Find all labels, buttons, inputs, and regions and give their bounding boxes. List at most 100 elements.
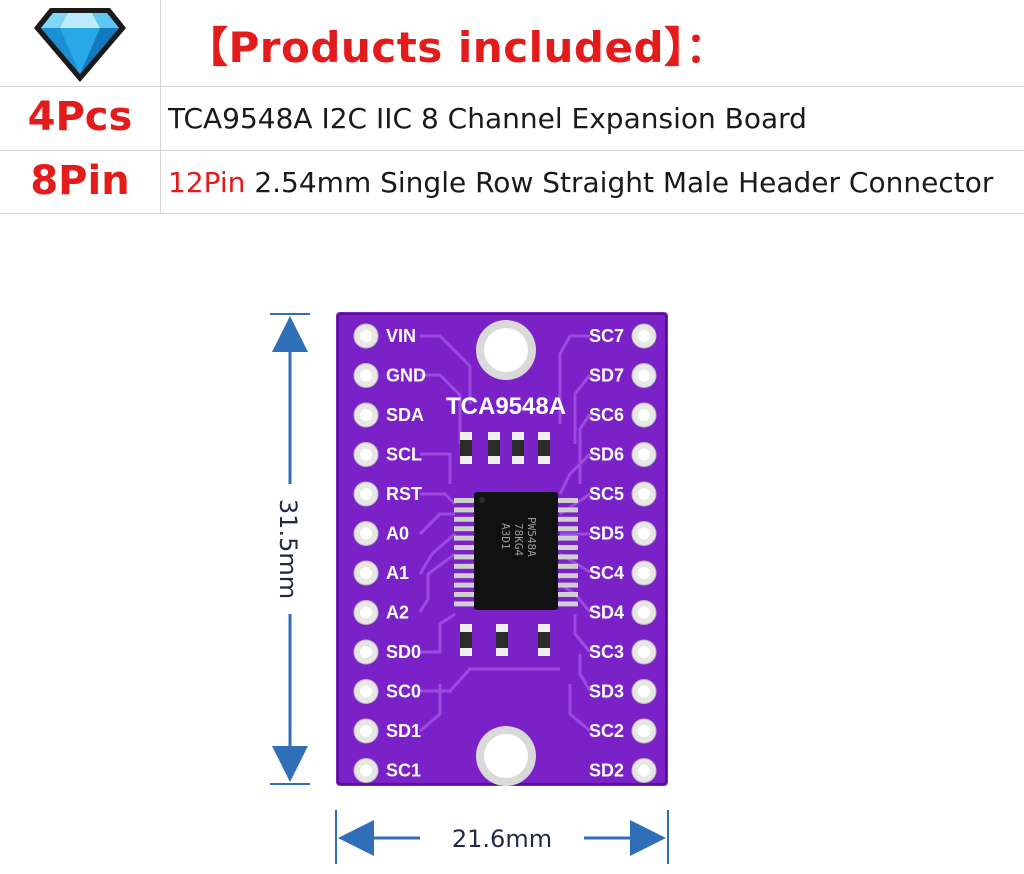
ic-pin bbox=[454, 554, 476, 560]
smd-components bbox=[460, 432, 550, 656]
right-pin-label: SD6 bbox=[589, 445, 624, 465]
ic-marking-line: 78KG4 bbox=[512, 523, 525, 556]
pcb-traces bbox=[418, 334, 592, 733]
ic-pin bbox=[454, 516, 476, 522]
row-qty: 4Pcs bbox=[27, 94, 133, 140]
right-pin-hole-center bbox=[638, 409, 650, 421]
smd-part-body bbox=[488, 440, 500, 456]
ic-pin bbox=[454, 563, 476, 569]
board-svg: PW548A 78KG4 A3D1 TCA9548A VINGNDSDASCLR… bbox=[270, 312, 669, 864]
left-pin-hole-center bbox=[360, 369, 372, 382]
table-divider bbox=[0, 86, 1024, 87]
ic-pin bbox=[556, 563, 578, 569]
ic-pin bbox=[556, 592, 578, 597]
left-pin-label: A1 bbox=[386, 563, 409, 583]
ic-pins bbox=[454, 498, 578, 607]
right-pin-hole-center bbox=[638, 725, 650, 737]
left-pin-label: SD1 bbox=[386, 721, 421, 741]
right-pin-hole-center bbox=[638, 685, 650, 698]
ic-pin bbox=[454, 582, 476, 588]
ic-pin bbox=[556, 535, 578, 541]
right-pin-hole-center bbox=[638, 330, 650, 342]
row-desc: TCA9548A I2C IIC 8 Channel Expansion Boa… bbox=[168, 102, 807, 135]
ic-pin bbox=[454, 592, 476, 597]
ic-pin bbox=[454, 498, 476, 503]
row-qty: 8Pin bbox=[30, 158, 130, 204]
left-pin-label: SC0 bbox=[386, 682, 421, 702]
left-pin-hole-center bbox=[360, 448, 372, 461]
ic-pin bbox=[454, 535, 476, 541]
left-pin-label: SCL bbox=[386, 445, 422, 465]
left-pin-hole-center bbox=[360, 646, 372, 658]
main-ic bbox=[474, 492, 558, 610]
right-pin-hole-center bbox=[638, 369, 650, 382]
right-pin-label: SC2 bbox=[589, 721, 624, 741]
ic-marking: PW548A 78KG4 A3D1 bbox=[499, 517, 538, 557]
right-pin-hole-center bbox=[638, 606, 650, 619]
left-pin-hole-center bbox=[360, 330, 372, 342]
right-pin-hole-center bbox=[638, 764, 650, 777]
left-pin-label: SDA bbox=[386, 405, 424, 425]
ic-marking-line: PW548A bbox=[525, 517, 538, 557]
ic-pin bbox=[556, 573, 578, 579]
board-title: TCA9548A bbox=[446, 393, 566, 420]
row-desc-text: TCA9548A I2C IIC 8 Channel Expansion Boa… bbox=[168, 102, 807, 135]
row-desc-text: 2.54mm Single Row Straight Male Header C… bbox=[245, 166, 994, 199]
left-pin-hole-center bbox=[360, 685, 372, 698]
right-pin-label: SD7 bbox=[589, 366, 624, 386]
left-pin-hole-center bbox=[360, 606, 372, 619]
ic-pin bbox=[454, 507, 476, 513]
right-pin-label: SC3 bbox=[589, 642, 624, 662]
right-pin-hole-center bbox=[638, 646, 650, 658]
table-divider bbox=[0, 150, 1024, 151]
ic-pin bbox=[556, 526, 578, 532]
left-pin-hole-center bbox=[360, 725, 372, 737]
left-pin-label: A2 bbox=[386, 603, 409, 623]
ic-pin bbox=[556, 498, 578, 503]
right-pin-label: SC5 bbox=[589, 484, 624, 504]
ic-pin1-dot bbox=[479, 497, 485, 503]
smd-part-body bbox=[538, 440, 550, 456]
left-pin-label: SC1 bbox=[386, 761, 421, 781]
right-pin-hole-center bbox=[638, 567, 650, 579]
diamond-icon bbox=[34, 8, 126, 82]
ic-pin bbox=[556, 582, 578, 588]
smd-part-body bbox=[460, 440, 472, 456]
ic-pin bbox=[454, 573, 476, 579]
smd-part-body bbox=[460, 632, 472, 648]
height-label: 31.5mm bbox=[274, 499, 302, 599]
left-pin-hole-center bbox=[360, 409, 372, 421]
left-pin-hole-center bbox=[360, 567, 372, 579]
smd-part-body bbox=[512, 440, 524, 456]
right-pin-label: SD3 bbox=[589, 682, 624, 702]
table-divider bbox=[160, 0, 161, 214]
left-pin-label: SD0 bbox=[386, 642, 421, 662]
right-pin-label: SD4 bbox=[589, 603, 624, 623]
ic-pin bbox=[454, 545, 476, 550]
left-pin-hole-center bbox=[360, 488, 372, 500]
mounting-hole-center bbox=[484, 734, 528, 778]
row-desc: 12Pin 2.54mm Single Row Straight Male He… bbox=[168, 166, 993, 199]
table-title: 【Products included】： bbox=[186, 23, 729, 72]
left-pin-label: A0 bbox=[386, 524, 409, 544]
right-pin-hole-center bbox=[638, 488, 650, 500]
width-label: 21.6mm bbox=[452, 825, 552, 853]
smd-part-body bbox=[496, 632, 508, 648]
smd-part-body bbox=[538, 632, 550, 648]
ic-pin bbox=[556, 601, 578, 607]
right-pin-label: SC7 bbox=[589, 326, 624, 346]
ic-pin bbox=[556, 554, 578, 560]
ic-pin bbox=[556, 545, 578, 550]
ic-marking-line: A3D1 bbox=[499, 523, 512, 550]
ic-pin bbox=[556, 507, 578, 513]
right-pin-hole-center bbox=[638, 527, 650, 540]
left-pin-label: VIN bbox=[386, 326, 416, 346]
right-pin-label: SD2 bbox=[589, 761, 624, 781]
left-pin-hole-center bbox=[360, 764, 372, 777]
right-pin-hole-center bbox=[638, 448, 650, 461]
ic-pin bbox=[556, 516, 578, 522]
mounting-hole-center bbox=[484, 328, 528, 372]
